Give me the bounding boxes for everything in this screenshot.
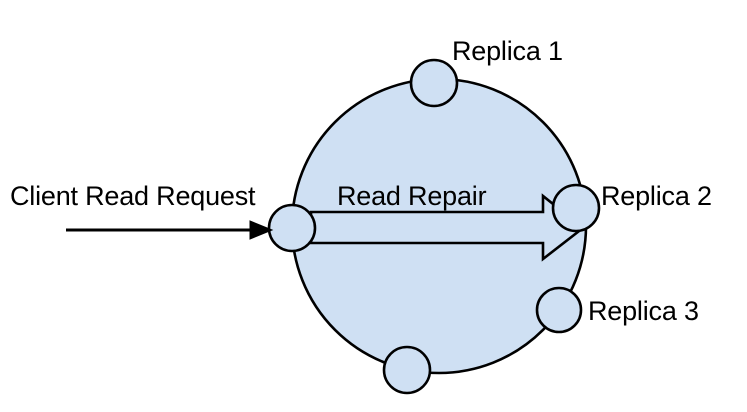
client-request-arrow-head	[249, 220, 274, 240]
node-coordinator[interactable]	[267, 203, 317, 253]
read-repair-block-arrow[interactable]	[309, 193, 586, 262]
node-replica-3[interactable]	[535, 286, 583, 334]
client-request-arrow[interactable]	[66, 220, 274, 240]
node-replica-bottom[interactable]	[382, 345, 432, 395]
label-replica-2: Replica 2	[601, 181, 712, 211]
label-client-read-request: Client Read Request	[10, 181, 256, 211]
label-replica-1: Replica 1	[452, 36, 563, 66]
node-replica-1[interactable]	[409, 58, 459, 108]
node-replica-2[interactable]	[551, 183, 601, 233]
label-replica-3: Replica 3	[588, 296, 699, 326]
label-read-repair: Read Repair	[337, 181, 487, 211]
